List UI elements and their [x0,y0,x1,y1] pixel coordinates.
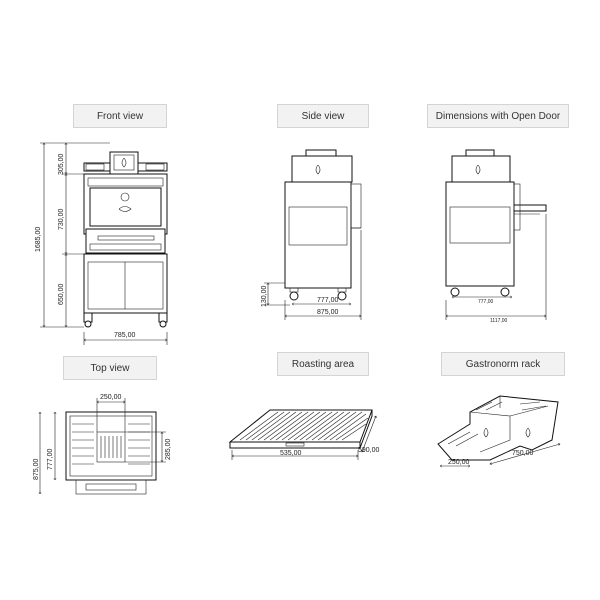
top-depth: 777,00 [47,448,54,470]
roasting-depth: 590,00 [358,447,380,454]
gastronorm-rack-label: Gastronorm rack [441,352,565,376]
front-total-height: 1685,00 [35,227,42,252]
gastronorm-rack-drawing [437,395,560,466]
front-width: 785,00 [114,332,136,339]
side-view-drawing [264,149,361,320]
roasting-area-drawing [228,409,376,460]
open-door-depth: 777,00 [478,299,494,305]
side-inner-depth: 777,00 [317,297,339,304]
side-outer-depth: 875,00 [317,309,339,316]
rack-width: 250,00 [448,459,470,466]
top-view-drawing [40,398,166,494]
open-door-drawing [445,149,547,320]
open-door-depth-open: 1117,00 [490,318,508,324]
top-outer-depth: 875,00 [33,458,40,480]
front-top-height: 305,00 [58,153,65,175]
roasting-area-label: Roasting area [277,352,369,376]
front-base-height: 650,00 [58,283,65,305]
roasting-width: 535,00 [280,450,302,457]
rack-length: 750,00 [512,450,534,457]
open-door-view-label: Dimensions with Open Door [427,104,569,128]
side-view-label: Side view [277,104,369,128]
top-grill-depth: 285,00 [165,438,172,460]
front-view-label: Front view [73,104,167,128]
top-grill-width: 250,00 [100,394,122,401]
top-view-label: Top view [63,356,157,380]
side-wheel-height: 130,00 [261,285,268,307]
front-oven-height: 730,00 [58,208,65,230]
front-view-drawing [40,143,168,345]
